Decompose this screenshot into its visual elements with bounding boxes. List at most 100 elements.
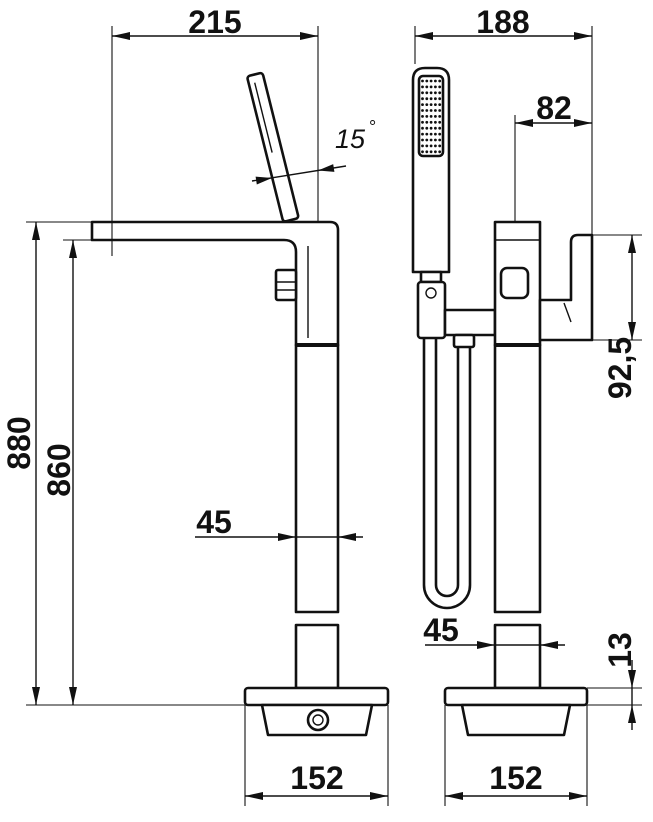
spray-nozzle: [438, 150, 442, 154]
dimension-label: 45: [423, 612, 459, 648]
arrowhead: [69, 687, 77, 705]
spray-nozzle: [438, 132, 442, 136]
arrowhead: [338, 533, 356, 541]
arrowhead: [32, 687, 40, 705]
spray-nozzle: [425, 126, 429, 130]
spray-nozzle: [421, 120, 424, 124]
spray-nozzle: [434, 126, 437, 130]
spray-nozzle: [434, 91, 437, 95]
spout-and-body: [90, 220, 340, 347]
spray-nozzle: [438, 109, 442, 112]
spray-nozzle: [429, 79, 433, 83]
spray-nozzle: [425, 103, 429, 106]
spray-nozzle-grid: [421, 79, 442, 154]
spray-nozzle: [429, 103, 433, 106]
dimension-base-thickness: 13: [587, 632, 642, 730]
front-view: 188 82 92,5 45: [411, 4, 642, 806]
spray-nozzle: [429, 85, 433, 89]
spray-nozzle: [438, 97, 442, 101]
arrowhead: [574, 32, 592, 40]
dimension-column-width-front: 45: [423, 612, 565, 649]
spray-nozzle: [434, 138, 437, 142]
spray-nozzle: [421, 109, 424, 112]
arrowhead: [415, 32, 433, 40]
spray-nozzle: [421, 103, 424, 106]
spray-nozzle: [438, 138, 442, 142]
spray-nozzle: [421, 144, 424, 148]
spray-nozzle: [421, 126, 424, 130]
spray-nozzle: [429, 109, 433, 112]
arrowhead: [515, 119, 533, 127]
spray-nozzle: [425, 150, 429, 154]
holder-arm: [443, 308, 497, 337]
arrowhead: [278, 533, 296, 541]
dimension-base-width-side: 152: [244, 705, 389, 806]
arrowhead: [574, 119, 592, 127]
spray-nozzle: [421, 150, 424, 154]
hose-connector: [452, 333, 476, 349]
lever-handle: [538, 233, 594, 342]
handshower-body: [246, 71, 300, 223]
spray-nozzle: [438, 91, 442, 95]
handshower-connector: [419, 270, 443, 284]
dimension-label: 880: [1, 416, 37, 469]
arrowhead: [69, 240, 77, 258]
spray-nozzle: [429, 97, 433, 101]
spray-nozzle: [434, 150, 437, 154]
dimension-outlet-height: 860: [41, 239, 92, 705]
holder-knob: [425, 287, 437, 299]
arrowhead: [318, 164, 335, 172]
dimension-spout-reach: 215: [111, 4, 319, 256]
arrowhead: [300, 32, 318, 40]
spray-nozzle: [429, 126, 433, 130]
arrowhead: [569, 792, 587, 800]
dimension-label: 13: [602, 632, 638, 668]
spray-nozzle: [425, 85, 429, 89]
spray-nozzle: [438, 79, 442, 83]
lever-detail-line: [563, 302, 572, 323]
spray-nozzle: [425, 144, 429, 148]
spray-nozzle: [434, 144, 437, 148]
spray-nozzle: [434, 103, 437, 106]
spray-nozzle: [434, 109, 437, 112]
arrowhead: [445, 792, 463, 800]
dimension-base-width-front: 152: [444, 705, 588, 806]
spray-nozzle: [421, 132, 424, 136]
arrowhead: [255, 176, 272, 185]
spray-nozzle: [429, 150, 433, 154]
arrowhead: [32, 222, 40, 240]
spray-nozzle: [421, 115, 424, 118]
spray-nozzle: [429, 138, 433, 142]
dimension-lever-height: 92,5: [592, 234, 642, 399]
base-riser: [493, 623, 542, 690]
arrowhead: [245, 792, 263, 800]
spray-nozzle: [421, 138, 424, 142]
base-housing: [460, 703, 572, 737]
column: [294, 343, 340, 614]
base-plate: [443, 686, 589, 707]
spray-nozzle: [425, 132, 429, 136]
handshower-holder: [416, 280, 447, 340]
spray-nozzle: [425, 79, 429, 83]
arrowhead: [628, 705, 636, 723]
spray-nozzle: [438, 115, 442, 118]
arrowhead: [628, 670, 636, 688]
side-view: 215 15 ° 880 860: [1, 4, 390, 806]
spray-nozzle: [438, 144, 442, 148]
spray-nozzle: [434, 79, 437, 83]
dimension-overall-height: 880: [1, 221, 245, 706]
spray-nozzle: [425, 115, 429, 118]
dimension-overall-depth: 188: [414, 4, 593, 235]
spray-nozzle: [438, 85, 442, 89]
inlet-fitting-inner: [312, 714, 324, 726]
dimension-label: 860: [41, 443, 77, 496]
degree-symbol: °: [369, 117, 376, 137]
spray-nozzle: [434, 120, 437, 124]
arrowhead: [628, 235, 636, 253]
arrowhead: [628, 322, 636, 340]
spray-nozzle: [429, 144, 433, 148]
hose-outer: [422, 338, 472, 610]
column: [493, 343, 542, 614]
spray-nozzle: [434, 97, 437, 101]
